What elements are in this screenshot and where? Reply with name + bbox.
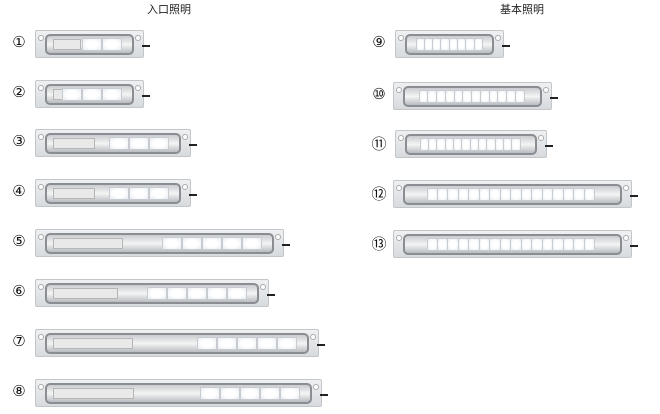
power-unit [53, 188, 95, 199]
power-cable [189, 194, 197, 196]
led-module [583, 188, 596, 201]
led-module [257, 337, 277, 350]
power-unit [53, 338, 133, 349]
power-cable [550, 97, 558, 99]
power-cable [189, 144, 197, 146]
led-module [202, 237, 222, 250]
led-module [149, 187, 169, 200]
item-number: ⑪ [371, 135, 387, 153]
item-number: ③ [12, 132, 26, 150]
led-fixture-image [35, 30, 144, 58]
power-cable [545, 145, 553, 147]
item-number: ④ [12, 182, 26, 200]
led-fixture-image [35, 229, 284, 257]
led-fixture-image [35, 279, 269, 307]
led-module [200, 387, 220, 400]
led-module [162, 237, 182, 250]
led-fixture-image [35, 329, 319, 357]
led-module [167, 287, 187, 300]
led-module [197, 337, 217, 350]
item-number: ⑩ [372, 85, 386, 103]
led-module [473, 38, 483, 51]
header-entrance-lighting: 入口照明 [147, 3, 191, 16]
led-module [227, 287, 247, 300]
led-module [109, 137, 129, 150]
led-fixture-image [393, 230, 632, 258]
power-cable [142, 95, 150, 97]
led-fixture-image [35, 379, 322, 407]
led-module [62, 88, 82, 101]
power-cable [142, 45, 150, 47]
led-module [242, 237, 262, 250]
led-module [129, 187, 149, 200]
led-module [280, 387, 300, 400]
item-number: ⑬ [371, 235, 387, 253]
power-unit [53, 138, 95, 149]
led-module [240, 387, 260, 400]
led-module [515, 90, 525, 103]
led-module [217, 337, 237, 350]
led-fixture-image [395, 30, 504, 58]
led-module [102, 88, 122, 101]
power-cable [267, 294, 275, 296]
header-basic-lighting: 基本照明 [500, 3, 544, 16]
led-module [187, 287, 207, 300]
led-fixture-image [35, 80, 144, 108]
led-module [182, 237, 202, 250]
led-module [260, 387, 280, 400]
led-module [222, 237, 242, 250]
led-module [82, 38, 102, 51]
power-cable [320, 394, 328, 396]
power-cable [630, 195, 638, 197]
led-module [237, 337, 257, 350]
power-unit [53, 238, 123, 249]
led-module [149, 137, 169, 150]
led-module [102, 38, 122, 51]
item-number: ⑦ [12, 332, 26, 350]
item-number: ⑧ [12, 382, 26, 400]
item-number: ⑤ [12, 232, 26, 250]
led-fixture-image [35, 129, 191, 157]
power-cable [282, 244, 290, 246]
led-module [129, 137, 149, 150]
led-fixture-image [395, 130, 547, 158]
power-cable [502, 45, 510, 47]
item-number: ⑥ [12, 282, 26, 300]
led-module [511, 138, 521, 151]
item-number: ② [12, 83, 26, 101]
power-unit [53, 39, 81, 50]
led-module [109, 187, 129, 200]
power-cable [630, 245, 638, 247]
power-unit [53, 288, 118, 299]
led-module [147, 287, 167, 300]
power-unit [53, 388, 134, 399]
led-module [277, 337, 297, 350]
item-number: ⑫ [371, 185, 387, 203]
item-number: ⑨ [372, 33, 386, 51]
led-fixture-image [35, 179, 191, 207]
led-module [207, 287, 227, 300]
led-module [82, 88, 102, 101]
led-fixture-image [393, 82, 552, 110]
led-fixture-image [393, 180, 632, 208]
power-cable [317, 344, 325, 346]
item-number: ① [12, 33, 26, 51]
led-module [583, 238, 596, 251]
led-module [220, 387, 240, 400]
